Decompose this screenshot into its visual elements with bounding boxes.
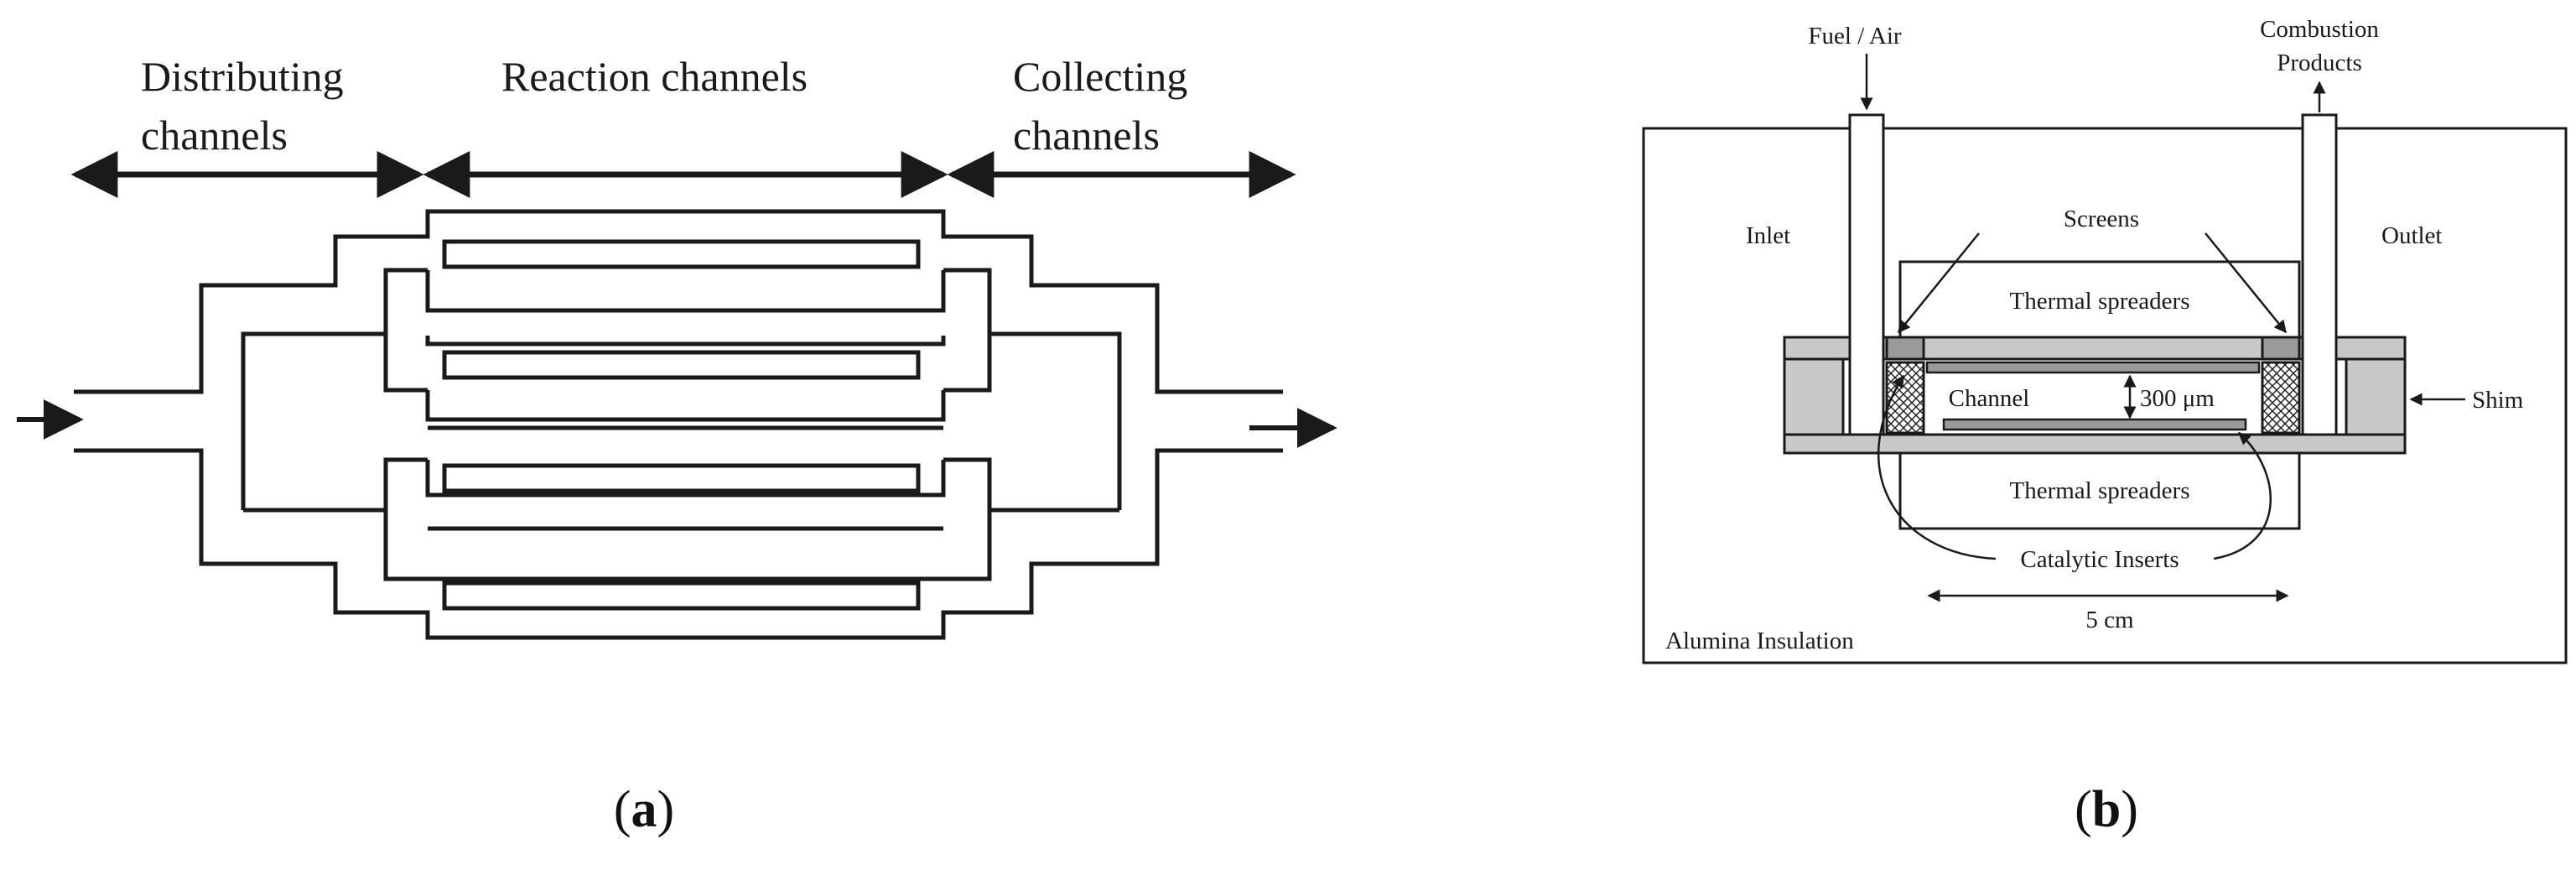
panel-a-microchannel-diagram: Distributing channels Reaction channels … <box>17 53 1337 838</box>
shim-left <box>1783 357 1845 436</box>
insulation-label: Alumina Insulation <box>1665 628 1854 654</box>
screen-right <box>2261 361 2301 435</box>
combustion-label-line1: Combustion <box>2260 16 2379 43</box>
reaction-channel-1 <box>442 239 921 269</box>
screens-arrow-left <box>1898 232 1980 334</box>
catalytic-insert-top <box>1925 361 2261 374</box>
screen-cap-right <box>2261 336 2301 361</box>
reaction-channel-2 <box>442 350 921 380</box>
combustion-label-line2: Products <box>2277 49 2362 76</box>
reaction-label: Reaction channels <box>501 53 808 100</box>
panel-b-combustor-diagram: Alumina Insulation Thermal spreaders The… <box>1642 16 2568 838</box>
inlet-label: Inlet <box>1746 222 1790 249</box>
shim-right <box>2345 357 2407 436</box>
distributing-label-line2: channels <box>141 112 288 159</box>
inlet-pipe <box>1848 113 1885 436</box>
thermal-spreaders-bottom-label: Thermal spreaders <box>2010 477 2190 504</box>
outlet-label: Outlet <box>2381 222 2443 249</box>
screens-arrow-right <box>2205 232 2287 334</box>
catalytic-leader-right <box>2213 432 2272 560</box>
fuel-air-label: Fuel / Air <box>1808 23 1902 49</box>
catalytic-leader-left <box>1877 374 1997 560</box>
distributing-label-line1: Distributing <box>141 53 344 100</box>
screen-left <box>1885 361 1925 435</box>
channel-label: Channel <box>1949 385 2030 412</box>
shim-label: Shim <box>2472 387 2524 414</box>
catalytic-insert-bottom <box>1942 418 2247 431</box>
bottom-plate <box>1783 433 2407 455</box>
thermal-spreaders-top-label: Thermal spreaders <box>2010 288 2190 315</box>
reaction-channel-4 <box>442 581 921 611</box>
screen-cap-left <box>1885 336 1925 361</box>
caption-a: (a) <box>614 781 674 838</box>
screens-label: Screens <box>2064 206 2139 232</box>
length-label: 5 cm <box>2085 607 2134 633</box>
gap-label: 300 μm <box>2140 385 2215 412</box>
reaction-channel-3 <box>442 463 921 493</box>
collecting-label-line1: Collecting <box>1013 53 1187 100</box>
caption-b: (b) <box>2075 781 2138 838</box>
catalytic-inserts-label: Catalytic Inserts <box>2020 546 2179 573</box>
collecting-label-line2: channels <box>1013 112 1160 159</box>
manifold-walls <box>74 209 1283 640</box>
outlet-pipe <box>2301 113 2338 436</box>
